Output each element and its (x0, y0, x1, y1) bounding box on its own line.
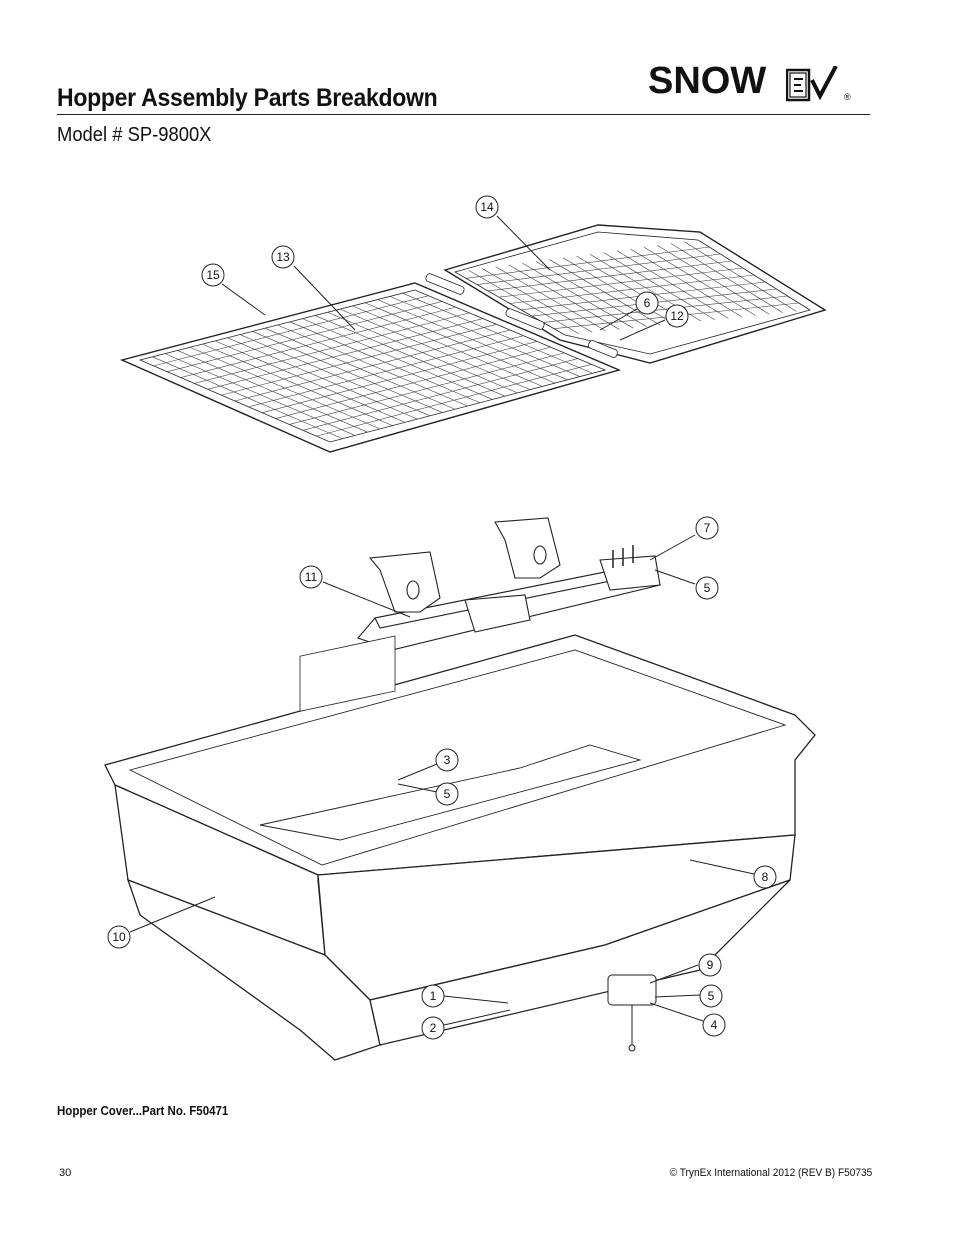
svg-text:5: 5 (444, 787, 451, 801)
svg-text:13: 13 (276, 250, 290, 264)
svg-text:12: 12 (670, 309, 684, 323)
callout-5-hopper: 5 (435, 782, 459, 806)
callout-6: 6 (635, 291, 659, 315)
svg-text:5: 5 (708, 989, 715, 1003)
callout-14: 14 (475, 195, 499, 219)
copyright-notice: © TrynEx International 2012 (REV B) F507… (669, 1167, 872, 1179)
svg-text:14: 14 (480, 200, 494, 214)
title-divider (57, 114, 870, 115)
callout-9: 9 (698, 953, 722, 977)
snowex-logo: SNOW ® (646, 48, 876, 110)
callout-8: 8 (753, 865, 777, 889)
callout-10: 10 (107, 925, 131, 949)
svg-text:2: 2 (430, 1021, 437, 1035)
bolt-set (612, 545, 634, 568)
registered-mark: ® (844, 92, 851, 102)
svg-text:6: 6 (644, 296, 651, 310)
page-number: 30 (59, 1167, 72, 1179)
svg-text:9: 9 (707, 958, 714, 972)
callout-7: 7 (695, 516, 719, 540)
callout-12: 12 (665, 304, 689, 328)
page-title: Hopper Assembly Parts Breakdown (57, 84, 438, 112)
spinner-motor (607, 974, 657, 1052)
callout-11: 11 (299, 565, 323, 589)
callout-5-motor: 5 (699, 984, 723, 1008)
callout-leaders (129, 215, 755, 1026)
logo-ex-mark (786, 66, 838, 102)
hinge-set (425, 273, 618, 358)
cover-panel-left (119, 282, 622, 453)
callout-1: 1 (421, 984, 445, 1008)
svg-text:10: 10 (112, 930, 126, 944)
callout-2: 2 (421, 1016, 445, 1040)
callout-15: 15 (201, 263, 225, 287)
svg-text:4: 4 (711, 1018, 718, 1032)
svg-text:11: 11 (305, 570, 318, 584)
callout-3: 3 (435, 748, 459, 772)
mounting-bracket (357, 517, 662, 651)
callout-4: 4 (702, 1013, 726, 1037)
svg-text:3: 3 (444, 753, 451, 767)
svg-text:7: 7 (704, 521, 711, 535)
callout-13: 13 (271, 245, 295, 269)
svg-text:15: 15 (206, 268, 220, 282)
svg-text:8: 8 (762, 870, 769, 884)
svg-text:5: 5 (704, 581, 711, 595)
svg-text:1: 1 (430, 989, 437, 1003)
logo-word: SNOW (648, 60, 767, 102)
callout-5-bracket: 5 (695, 576, 719, 600)
model-number: Model # SP-9800X (57, 124, 212, 146)
part-number-note: Hopper Cover...Part No. F50471 (57, 1104, 229, 1118)
